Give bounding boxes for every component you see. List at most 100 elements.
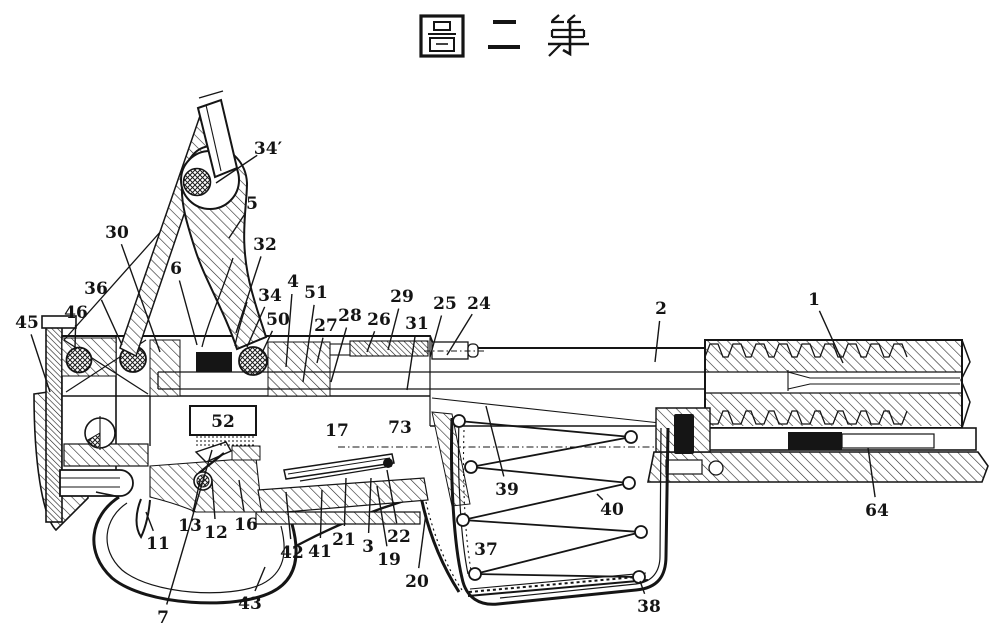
part-label-52: 52 xyxy=(211,412,235,432)
part-label-4: 4 xyxy=(287,272,299,292)
part-label-29: 29 xyxy=(390,287,414,307)
part-label-24: 24 xyxy=(467,294,491,314)
part-label-34: 34 xyxy=(258,286,282,306)
part-label-28: 28 xyxy=(338,306,362,326)
part-label-36: 36 xyxy=(84,279,108,299)
buffer-spring-64 xyxy=(788,432,842,450)
leader-line-36 xyxy=(100,299,123,346)
part-label-46: 46 xyxy=(64,303,88,323)
part-label-51: 51 xyxy=(304,283,328,303)
leader-line-46 xyxy=(74,324,77,349)
part-label-34p: 34′ xyxy=(254,139,283,159)
part-label-21: 21 xyxy=(332,530,356,550)
figure-title-glyphs xyxy=(419,14,589,58)
leader-line-19 xyxy=(376,485,388,547)
sear-pivot xyxy=(383,458,393,468)
leader-line-21 xyxy=(343,477,347,527)
leader-line-1 xyxy=(818,310,844,364)
part-label-2: 2 xyxy=(655,299,667,319)
leader-line-43 xyxy=(254,566,266,592)
leader-line-42 xyxy=(285,491,292,540)
glyph-di xyxy=(548,14,589,57)
glyph-er xyxy=(488,20,520,49)
part-label-7: 7 xyxy=(157,608,169,628)
part-label-6: 6 xyxy=(170,259,182,279)
leader-line-40 xyxy=(596,493,604,501)
magazine-wall xyxy=(449,417,670,606)
magazine-spring-coils xyxy=(452,414,648,584)
leader-line-25 xyxy=(429,315,443,358)
lower-rail-assembly xyxy=(430,407,989,483)
part-label-50: 50 xyxy=(266,310,290,330)
part-label-3: 3 xyxy=(362,537,374,557)
leader-line-2 xyxy=(654,320,661,363)
part-label-43: 43 xyxy=(238,594,262,614)
leader-line-31 xyxy=(406,335,416,391)
leader-line-27 xyxy=(316,337,324,364)
receiver-screw-right xyxy=(238,346,268,376)
leader-line-30 xyxy=(120,243,161,353)
trigger-blade xyxy=(135,498,151,539)
part-label-31: 31 xyxy=(405,314,429,334)
part-label-26: 26 xyxy=(367,310,391,330)
chamber-bore xyxy=(787,370,960,391)
part-label-11: 11 xyxy=(146,534,170,554)
part-label-19: 19 xyxy=(377,550,401,570)
part-label-25: 25 xyxy=(433,294,457,314)
butt-plate-assembly xyxy=(33,315,149,532)
receiver-screw-left xyxy=(65,346,93,374)
leader-line-22 xyxy=(386,469,398,524)
part-label-37: 37 xyxy=(474,540,498,560)
part-label-12: 12 xyxy=(204,523,228,543)
part-label-45: 45 xyxy=(15,313,39,333)
barrel-thread-bottom xyxy=(704,410,908,425)
leader-line-7 xyxy=(166,449,213,605)
firing-pin-rod xyxy=(158,371,788,390)
part-label-1: 1 xyxy=(808,290,820,310)
part-label-42: 42 xyxy=(280,543,304,563)
recoil-pin xyxy=(59,469,134,497)
leader-line-38 xyxy=(639,580,646,595)
leader-line-16 xyxy=(238,479,245,512)
leader-line-24 xyxy=(446,313,473,356)
leader-line-32 xyxy=(235,256,262,334)
leader-line-11 xyxy=(145,511,154,532)
leader-line-28 xyxy=(330,327,348,383)
part-label-38: 38 xyxy=(637,597,661,617)
part-label-32: 32 xyxy=(253,235,277,255)
leader-line-51 xyxy=(302,304,315,383)
leader-line-20 xyxy=(418,512,427,569)
lever-handle xyxy=(196,98,239,179)
leader-line-29 xyxy=(387,308,400,351)
part-label-39: 39 xyxy=(495,480,519,500)
part-label-40: 40 xyxy=(600,500,624,520)
lever-pivot xyxy=(182,167,212,197)
leader-line-4 xyxy=(285,293,293,368)
mechanism xyxy=(33,90,989,606)
leader-line-34p xyxy=(215,154,258,184)
leader-line-39 xyxy=(485,405,505,477)
part-label-30: 30 xyxy=(105,223,129,243)
leader-line-6 xyxy=(178,280,198,346)
part-label-73: 73 xyxy=(388,418,412,438)
leader-line-26 xyxy=(366,330,376,353)
part-label-22: 22 xyxy=(387,527,411,547)
magazine-spring xyxy=(458,420,642,578)
part-label-5: 5 xyxy=(246,194,258,214)
leader-line-41 xyxy=(319,489,323,539)
trigger-guard xyxy=(92,491,298,605)
part-52-box xyxy=(189,405,257,436)
part-label-41: 41 xyxy=(308,542,332,562)
leader-line-3 xyxy=(367,477,372,534)
leader-line-50 xyxy=(260,330,274,356)
part-label-17: 17 xyxy=(325,421,349,441)
leader-line-12 xyxy=(211,480,216,520)
leader-line-34 xyxy=(246,306,266,348)
glyph-tu xyxy=(419,14,465,58)
part-label-20: 20 xyxy=(405,572,429,592)
leader-line-45 xyxy=(30,334,51,393)
part-label-16: 16 xyxy=(234,515,258,535)
leader-line-13 xyxy=(192,480,201,513)
cocking-lever xyxy=(63,90,268,358)
